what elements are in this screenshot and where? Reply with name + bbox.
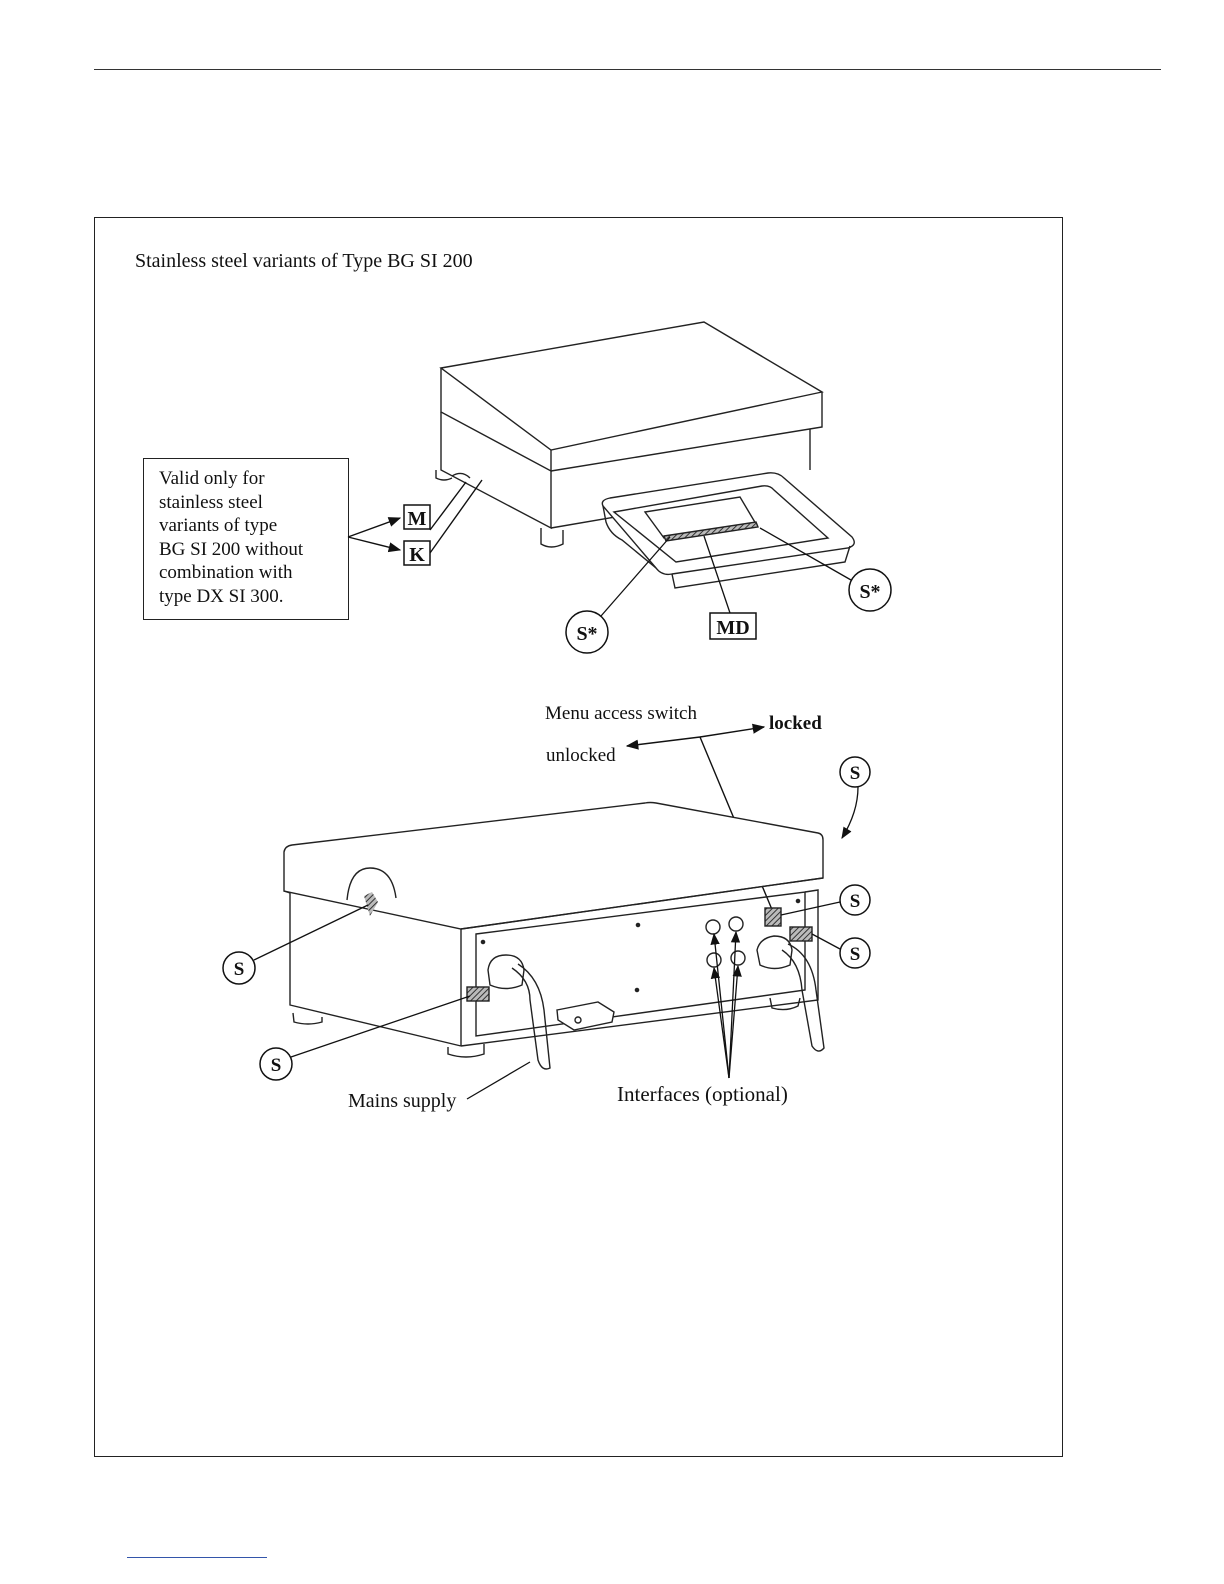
mark-md-label: MD xyxy=(716,617,749,639)
mark-k: K xyxy=(404,541,430,566)
seal-s-label: S xyxy=(850,891,861,912)
seal-s-label: S xyxy=(271,1055,282,1076)
mains-supply-label: Mains supply xyxy=(348,1090,456,1112)
seal-s-left-lower: S xyxy=(260,996,470,1080)
balance-rear-view xyxy=(284,803,824,1070)
seal-s-top-right: S xyxy=(840,757,870,838)
switch-title: Menu access switch xyxy=(545,703,697,724)
seal-s-left-upper: S xyxy=(223,905,368,984)
mains-leader xyxy=(467,1062,530,1099)
mark-m: M xyxy=(404,505,430,530)
seal-s-label: S xyxy=(234,959,245,980)
seal-s-star-left-label: S* xyxy=(576,623,597,645)
switch-locked-label: locked xyxy=(769,713,822,734)
mark-m-label: M xyxy=(408,508,427,530)
mark-k-label: K xyxy=(409,544,425,566)
switch-unlocked-label: unlocked xyxy=(546,745,616,766)
seal-s-cable: S xyxy=(812,934,870,968)
seal-s-label: S xyxy=(850,944,861,965)
seal-s-label: S xyxy=(850,763,861,784)
seal-s-switch: S xyxy=(781,885,870,915)
seal-s-star-right-label: S* xyxy=(859,581,880,603)
footer-rule xyxy=(127,1557,267,1558)
seal-s-star-left: S* xyxy=(566,537,670,653)
interfaces-label: Interfaces (optional) xyxy=(617,1082,788,1106)
